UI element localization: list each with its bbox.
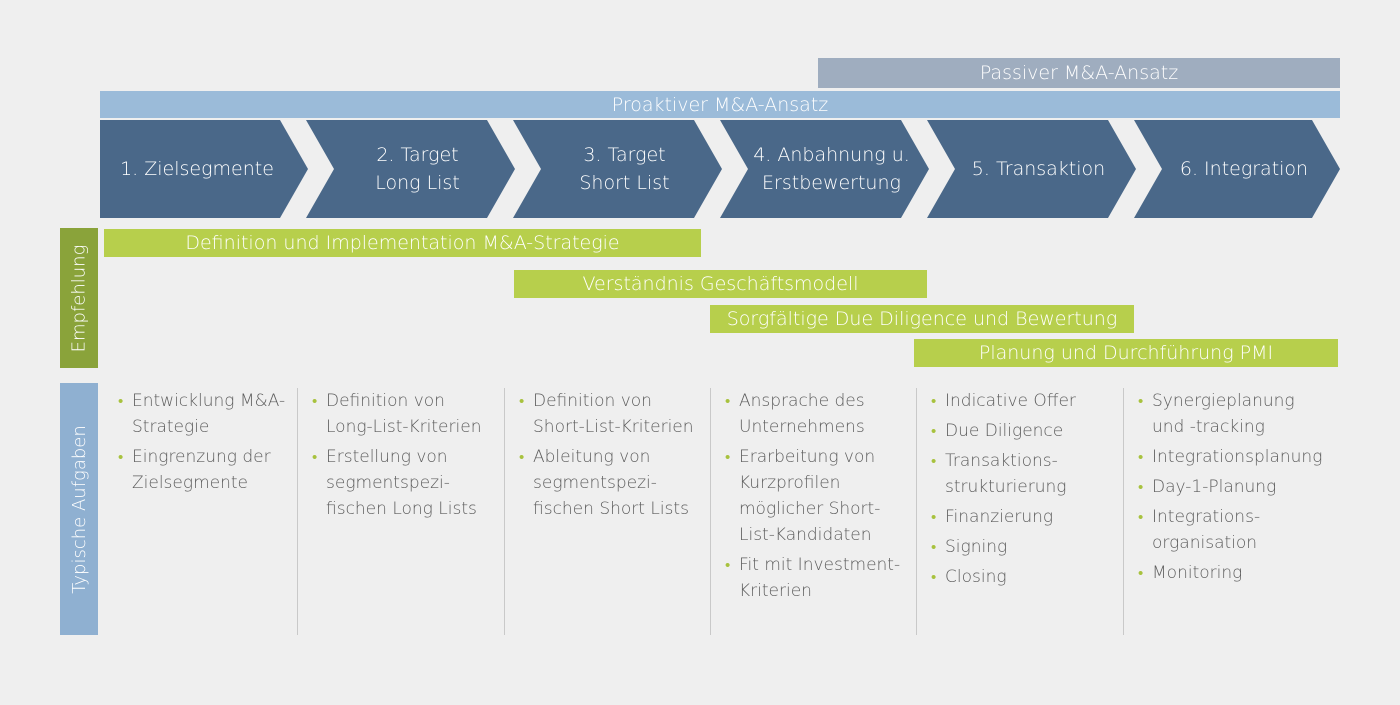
- task-item: Closing: [931, 564, 1115, 590]
- phase-2-chevron: 2. Target Long List: [306, 120, 515, 218]
- task-item: Erarbeitung von Kurzprofilen möglicher S…: [725, 444, 909, 548]
- task-item: Signing: [931, 534, 1115, 560]
- phase-6-chevron: 6. Integration: [1134, 120, 1340, 218]
- recommendation-bar-due-diligence: Sorgfältige Due Diligence und Bewertung: [710, 305, 1134, 333]
- phase-2-label: 2. Target Long List: [375, 144, 460, 194]
- task-item: Erstellung von segmentspezi- fischen Lon…: [312, 444, 496, 522]
- recommendation-bar-pmi: Planung und Durchführung PMI: [914, 339, 1338, 367]
- tasks-side-label-text: Typische Aufgaben: [68, 424, 90, 594]
- phase-1-chevron: 1. Zielsegmente: [100, 120, 308, 218]
- task-item: Definition von Short-List-Kriterien: [519, 388, 703, 440]
- tasks-column-1: Entwicklung M&A- Strategie Eingrenzung d…: [104, 388, 307, 635]
- recommendation-side-label: Empfehlung: [60, 228, 98, 368]
- tasks-column-2: Definition von Long-List-Kriterien Erste…: [297, 388, 500, 635]
- task-item: Eingrenzung der Zielsegmente: [118, 444, 303, 496]
- tasks-side-label: Typische Aufgaben: [60, 383, 98, 635]
- phase-5-chevron: 5. Transaktion: [927, 120, 1136, 218]
- passive-approach-bar: Passiver M&A-Ansatz: [818, 58, 1340, 88]
- task-item: Ableitung von segmentspezi- fischen Shor…: [519, 444, 703, 522]
- recommendation-bar-business-model: Verständnis Geschäftsmodell: [514, 270, 927, 298]
- recommendation-side-label-text: Empfehlung: [68, 244, 90, 352]
- task-item: Integrations- organisation: [1138, 504, 1322, 556]
- task-item: Indicative Offer: [931, 388, 1115, 414]
- tasks-column-5: Indicative Offer Due Diligence Transakti…: [916, 388, 1119, 635]
- phase-6-label: 6. Integration: [1179, 158, 1309, 180]
- task-item: Entwicklung M&A- Strategie: [118, 388, 303, 440]
- phase-1-label: 1. Zielsegmente: [120, 158, 274, 180]
- task-item: Finanzierung: [931, 504, 1115, 530]
- task-item: Day-1-Planung: [1138, 474, 1322, 500]
- phase-4-chevron: 4. Anbahnung u. Erstbewertung: [720, 120, 929, 218]
- proactive-approach-bar: Proaktiver M&A-Ansatz: [100, 91, 1340, 118]
- task-item: Due Diligence: [931, 418, 1115, 444]
- phase-3-chevron: 3. Target Short List: [513, 120, 722, 218]
- recommendation-bar-strategy: Definition und Implementation M&A-Strate…: [104, 229, 701, 257]
- phase-5-label: 5. Transaktion: [971, 158, 1106, 180]
- task-item: Monitoring: [1138, 560, 1322, 586]
- task-item: Synergieplanung und -tracking: [1138, 388, 1322, 440]
- task-item: Transaktions- strukturierung: [931, 448, 1115, 500]
- task-item: Integrationsplanung: [1138, 444, 1322, 470]
- tasks-column-4: Ansprache des Unternehmens Erarbeitung v…: [710, 388, 913, 635]
- tasks-column-6: Synergieplanung und -tracking Integratio…: [1123, 388, 1326, 635]
- task-item: Definition von Long-List-Kriterien: [312, 388, 496, 440]
- task-item: Fit mit Investment- Kriterien: [725, 552, 909, 604]
- phase-4-label: 4. Anbahnung u. Erstbewertung: [753, 144, 910, 194]
- tasks-column-3: Definition von Short-List-Kriterien Able…: [504, 388, 707, 635]
- phase-3-label: 3. Target Short List: [579, 144, 670, 194]
- task-item: Ansprache des Unternehmens: [725, 388, 909, 440]
